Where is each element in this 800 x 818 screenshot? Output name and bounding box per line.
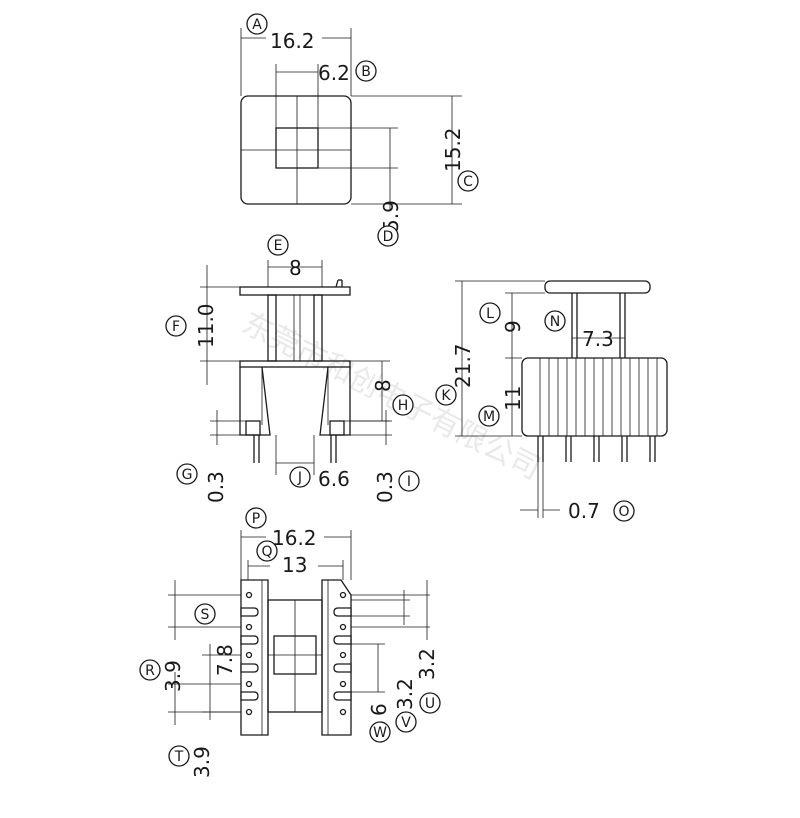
svg-text:E: E — [274, 238, 283, 254]
svg-text:O: O — [618, 504, 629, 520]
callout-q: Q — [256, 540, 278, 562]
dim-n-value: 7.3 — [582, 327, 614, 351]
svg-text:B: B — [361, 64, 371, 80]
svg-text:G: G — [182, 467, 193, 483]
callout-r: R — [139, 659, 161, 681]
svg-text:N: N — [550, 314, 560, 330]
callout-e: E — [267, 234, 289, 256]
svg-text:S: S — [201, 607, 210, 623]
svg-text:J: J — [297, 470, 302, 486]
svg-text:T: T — [174, 749, 184, 765]
svg-text:F: F — [172, 319, 180, 335]
side-view — [455, 280, 668, 518]
bottom-view — [168, 530, 430, 736]
svg-text:W: W — [373, 725, 387, 741]
callout-f: F — [165, 315, 187, 337]
svg-text:L: L — [486, 306, 494, 322]
svg-text:I: I — [407, 474, 411, 490]
dim-s-value: 7.8 — [213, 644, 237, 676]
dim-j-value: 6.6 — [318, 467, 350, 491]
svg-text:A: A — [252, 17, 262, 33]
callout-h: H — [392, 394, 414, 416]
svg-text:K: K — [441, 388, 451, 404]
callout-c: C — [457, 170, 479, 192]
dim-p-value: 16.2 — [272, 526, 317, 550]
dim-q-value: 13 — [282, 553, 307, 577]
callout-i: I — [398, 470, 420, 492]
dimension-labels: 16.2 6.2 15.2 5.9 8 11.0 0.3 8 0.3 6.6 2… — [161, 29, 614, 778]
dim-g-value: 0.3 — [204, 471, 228, 503]
svg-text:R: R — [145, 663, 155, 679]
svg-text:H: H — [398, 398, 409, 414]
callout-k: K — [435, 384, 457, 406]
dim-k-value: 21.7 — [451, 343, 475, 388]
callout-g: G — [176, 463, 198, 485]
svg-text:D: D — [383, 229, 394, 245]
svg-text:P: P — [252, 511, 260, 527]
watermark: 东莞市和创电子有限公司 — [236, 306, 546, 487]
dim-m-value: 11 — [501, 386, 525, 411]
callout-j: J — [289, 466, 311, 488]
callout-a: A — [246, 13, 268, 35]
callout-v: V — [395, 711, 417, 733]
callout-b: B — [355, 60, 377, 82]
front-view — [200, 260, 392, 475]
callout-p: P — [245, 507, 267, 529]
dim-r-value: 3.9 — [161, 660, 185, 692]
dim-o-value: 0.7 — [568, 499, 600, 523]
dim-l-value: 9 — [501, 320, 525, 333]
callout-m: M — [478, 405, 500, 427]
svg-text:V: V — [401, 715, 411, 731]
dim-a-value: 16.2 — [270, 29, 315, 53]
dim-u-value: 3.2 — [415, 648, 439, 680]
dim-b-value: 6.2 — [318, 61, 350, 85]
dim-i-value: 0.3 — [373, 471, 397, 503]
dim-e-value: 8 — [289, 256, 302, 280]
dim-w-value: 6 — [367, 703, 391, 716]
dim-v-value: 3.2 — [393, 678, 417, 710]
svg-text:C: C — [463, 174, 473, 190]
top-view — [240, 28, 462, 210]
callout-u: U — [419, 692, 441, 714]
dim-c-value: 15.2 — [441, 127, 465, 172]
callout-t: T — [168, 745, 190, 767]
svg-text:Q: Q — [261, 544, 272, 560]
dim-h-value: 8 — [371, 379, 395, 392]
callout-n: N — [544, 310, 566, 332]
callout-d: D — [377, 225, 399, 247]
callout-badges: A B C D E F G H I J K L M N O P Q R S T … — [139, 13, 635, 767]
callout-l: L — [479, 302, 501, 324]
callout-o: O — [613, 500, 635, 522]
callout-w: W — [369, 721, 391, 743]
dim-t-value: 3.9 — [190, 746, 214, 778]
svg-text:U: U — [425, 696, 435, 712]
callout-s: S — [194, 603, 216, 625]
svg-text:M: M — [483, 409, 495, 425]
dim-f-value: 11.0 — [194, 303, 218, 348]
